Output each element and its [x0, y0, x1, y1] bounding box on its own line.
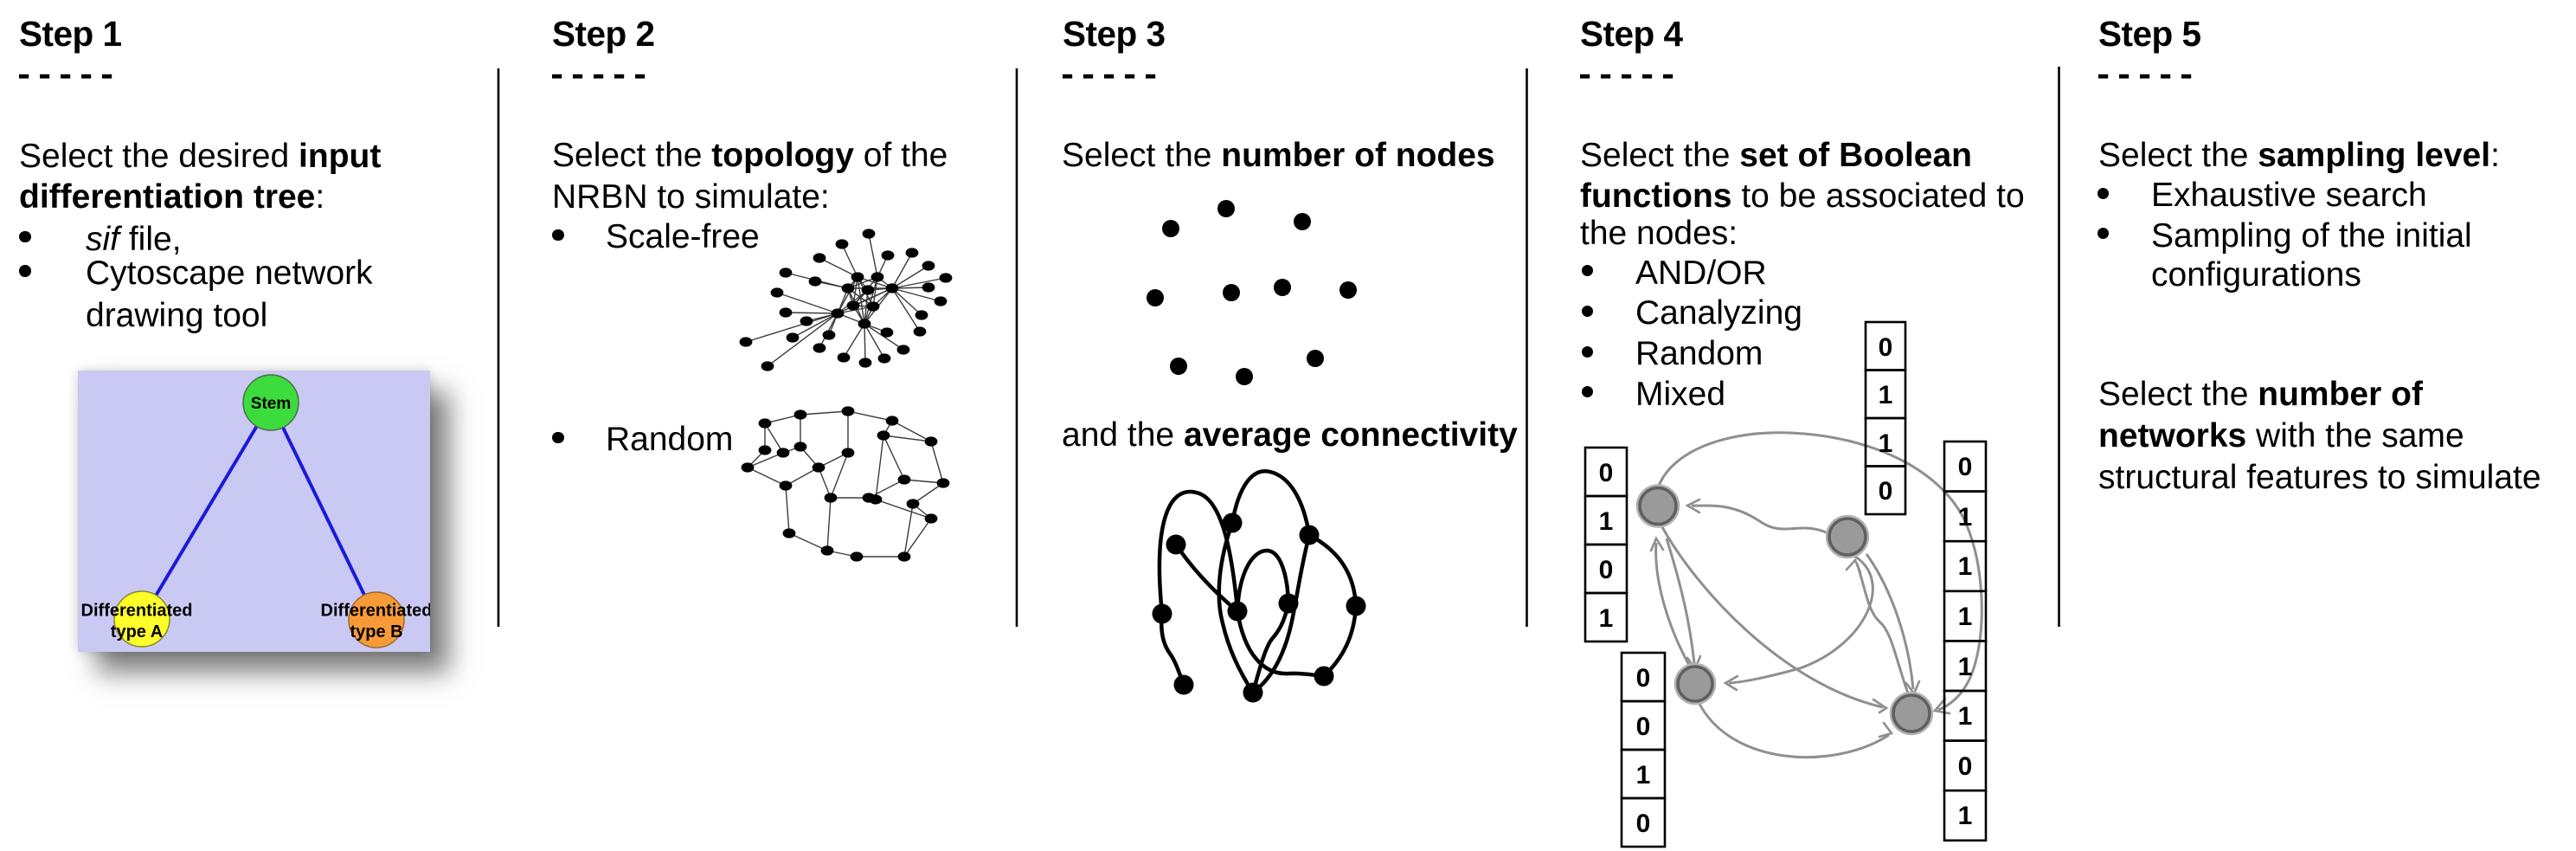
svg-text:0: 0 [1636, 664, 1651, 693]
svg-text:0: 0 [1879, 333, 1893, 362]
svg-text:Differentiated: Differentiated [321, 602, 430, 621]
svg-text:type B: type B [350, 622, 402, 641]
svg-text:Differentiated: Differentiated [81, 602, 193, 621]
svg-text:0: 0 [1599, 556, 1614, 584]
svg-text:1: 1 [1958, 503, 1973, 532]
svg-text:1: 1 [1599, 604, 1614, 633]
svg-text:0: 0 [1879, 477, 1893, 506]
svg-text:0: 0 [1636, 712, 1651, 741]
svg-text:1: 1 [1879, 429, 1893, 458]
svg-text:1: 1 [1636, 761, 1651, 790]
svg-text:1: 1 [1958, 552, 1973, 581]
svg-text:1: 1 [1958, 802, 1973, 830]
svg-text:type A: type A [111, 622, 163, 641]
svg-text:1: 1 [1879, 381, 1893, 409]
svg-text:0: 0 [1636, 809, 1651, 838]
svg-text:0: 0 [1599, 459, 1614, 487]
svg-text:1: 1 [1599, 507, 1614, 536]
svg-text:0: 0 [1958, 752, 1973, 781]
svg-text:1: 1 [1958, 653, 1973, 681]
svg-text:Stem: Stem [251, 395, 291, 413]
svg-text:0: 0 [1958, 453, 1973, 481]
svg-text:1: 1 [1958, 603, 1973, 631]
svg-text:1: 1 [1958, 702, 1973, 731]
